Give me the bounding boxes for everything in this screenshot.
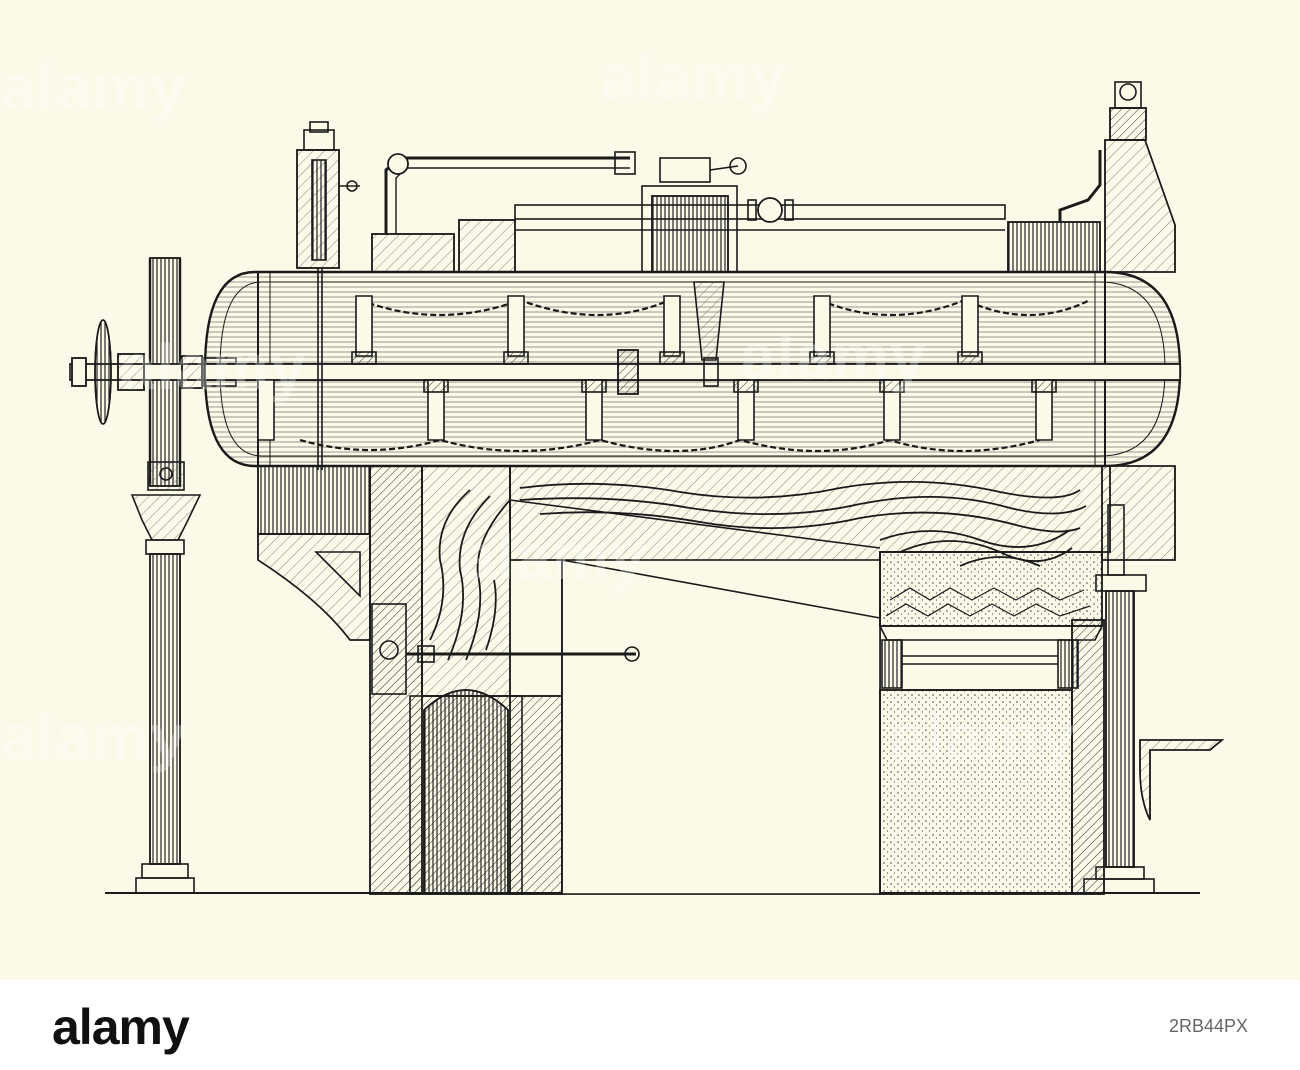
top-fittings	[296, 81, 1176, 470]
alamy-logo: alamy	[52, 999, 190, 1055]
coal-bed	[885, 587, 1091, 617]
boiler-engraving	[69, 81, 1225, 895]
furnace-brickwork	[257, 465, 1225, 895]
flames	[429, 480, 1087, 661]
boiler-cylinder	[203, 270, 1182, 468]
image-id: 2RB44PX	[1168, 1016, 1248, 1036]
footer-bar: alamy 2RB44PX	[0, 980, 1300, 1070]
gear-column	[130, 257, 202, 894]
